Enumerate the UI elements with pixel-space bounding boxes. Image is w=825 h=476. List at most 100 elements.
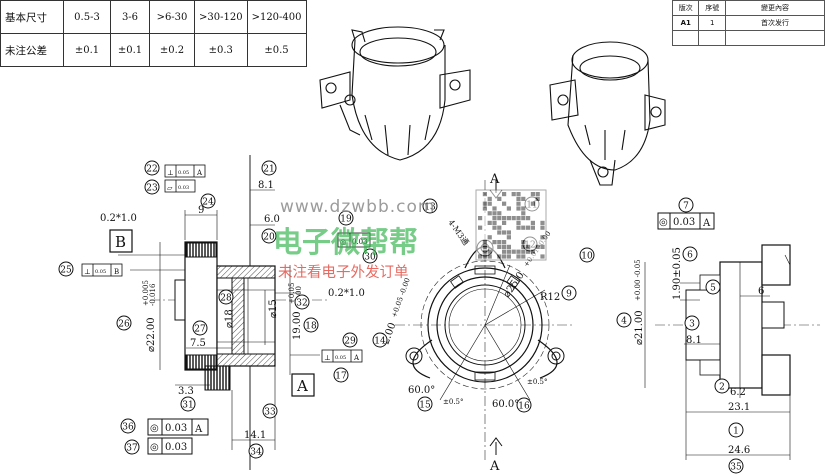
dim-2-00-tol: +0.05 -0.00 [390,277,412,319]
dim-6: 6 [758,286,764,297]
balloon-36: 36 [120,418,136,434]
balloon-28: 28 [218,289,234,305]
gdt-flat-value: 0.03 [178,185,189,191]
svg-text:33: 33 [264,408,276,418]
gdt-pos36-value: 0.03 [165,423,187,434]
balloon-6: 6 [682,246,698,262]
svg-text:27: 27 [194,325,206,335]
balloon-31: 31 [180,396,196,412]
dim-19: 19.00 [292,311,303,340]
dim-dia-21: ⌀21.00 [634,310,645,345]
section-label-bottom: A [489,459,500,474]
balloon-30: 30 [362,248,378,264]
tolerance-cell: ±0.5 [246,33,307,67]
svg-text:9: 9 [566,290,572,300]
tolerance-value-row: 未注公差 ±0.1 ±0.1 ±0.2 ±0.3 ±0.5 [0,33,307,67]
svg-text:20: 20 [263,233,275,243]
balloon-9: 9 [561,285,577,301]
datum-b: B [115,233,126,251]
svg-text:34: 34 [250,448,262,458]
balloon-4: 4 [616,312,632,328]
datum-a: A [296,377,308,395]
balloon-34: 34 [248,443,264,459]
balloon-3: 3 [684,315,700,331]
svg-text:7: 7 [683,202,689,212]
balloon-16: 16 [516,397,532,413]
gdt-right-value: 0.03 [673,217,695,228]
svg-text:21: 21 [263,165,274,175]
gdt-pos37-value: 0.03 [165,442,187,453]
angle-2: 60.0° [492,399,519,410]
svg-text:36: 36 [122,423,134,433]
gdt-perp-top: ⊥ 0.05 A [164,164,206,178]
svg-text:13: 13 [424,203,436,213]
gdt-perp17-ref: A [353,354,360,362]
dim-7-5: 7.5 [190,338,206,349]
balloon-22: 22 [144,160,160,176]
balloon-32: 32 [294,294,310,310]
balloon-19: 19 [338,210,354,226]
tolerance-header-row: 基本尺寸 0.5-3 3-6 >6-30 >30-120 >120-400 [0,0,307,34]
dim-19-tol-dn: -0.00 [295,286,303,304]
gdt-perp17-symbol: ⊥ [324,354,331,362]
dim-dia-21-tol: +0.00 -0.05 [634,259,642,301]
isometric-view-right [549,41,666,186]
svg-text:32: 32 [296,299,307,309]
dim-1-90: 1.90±0.05 [672,247,683,300]
dim-dia-22-tol-dn: -0.016 [149,283,157,306]
left-section-view: 8.1 0.2*1.0 9 6.0 7.5 3.3 14.1 0.2*1.0 ⌀… [81,155,371,470]
right-side-view: 1.90±0.05 6 ⌀21.00 +0.00 -0.05 8.1 6.2 2… [634,212,820,460]
balloon-21: 21 [261,160,277,176]
gdt-flatness: ▱ 0.03 [164,179,196,193]
svg-text:15: 15 [419,401,431,411]
svg-text:1: 1 [733,427,739,437]
watermark-title: 电子微帮帮 [273,225,418,259]
balloon-10: 10 [579,247,595,263]
balloon-29: 29 [342,332,358,348]
range-cell: 0.5-3 [63,0,111,34]
dim-8-1-right: 8.1 [686,335,702,346]
gdt-perp17-value: 0.05 [335,355,346,361]
gdt-right-symbol: ◎ [659,217,668,228]
balloon-20: 20 [261,228,277,244]
dim-24-6: 24.6 [728,445,750,456]
balloon-33: 33 [262,403,278,419]
svg-text:4: 4 [621,317,627,327]
gdt-position-37: ◎ 0.03 [147,437,193,455]
angle-2-tol: ±0.5° [527,378,548,386]
gdt-pos37-symbol: ◎ [150,442,159,453]
svg-text:14: 14 [374,337,386,347]
thread-callout: 4-M3通 [446,217,471,247]
revision-table: 版次 序號 變更內容 A1 1 首次发行 [671,0,825,46]
range-cell: >30-120 [194,0,248,34]
svg-text:37: 37 [126,444,138,454]
balloon-14: 14 [372,332,388,348]
balloon-5: 5 [705,279,721,295]
balloon-23: 23 [144,179,160,195]
basic-size-label: 基本尺寸 [0,0,64,34]
svg-text:28: 28 [220,294,232,304]
gdt-conc-symbol: ◎ [340,238,346,246]
revision-empty-row [671,30,825,46]
dim-19-tol-up: +0.05 [288,283,296,304]
tolerance-cell: ±0.1 [110,33,150,67]
dim-14-1: 14.1 [244,430,266,441]
radius-12: R12 [540,292,560,303]
balloon-18: 18 [303,317,319,333]
dim-3-3: 3.3 [178,386,194,397]
dim-6-2: 6.2 [730,387,746,398]
balloon-35: 35 [728,458,744,474]
dim-dia-15: ⌀15 [268,299,279,318]
svg-text:24: 24 [202,198,214,208]
dim-dia-22-tol-up: +0.005 [142,280,150,306]
watermark-url: www.dzwbb.com [280,197,435,217]
svg-text:3: 3 [689,320,695,330]
dim-23-1: 23.1 [728,402,750,413]
section-label-top: A [489,172,500,187]
svg-text:16: 16 [518,402,530,412]
balloon-25: 25 [58,261,74,277]
watermark-subtitle: 未注看电子外发订单 [278,264,409,281]
dim-6-0: 6.0 [264,214,280,225]
watermark-qr [475,189,547,261]
